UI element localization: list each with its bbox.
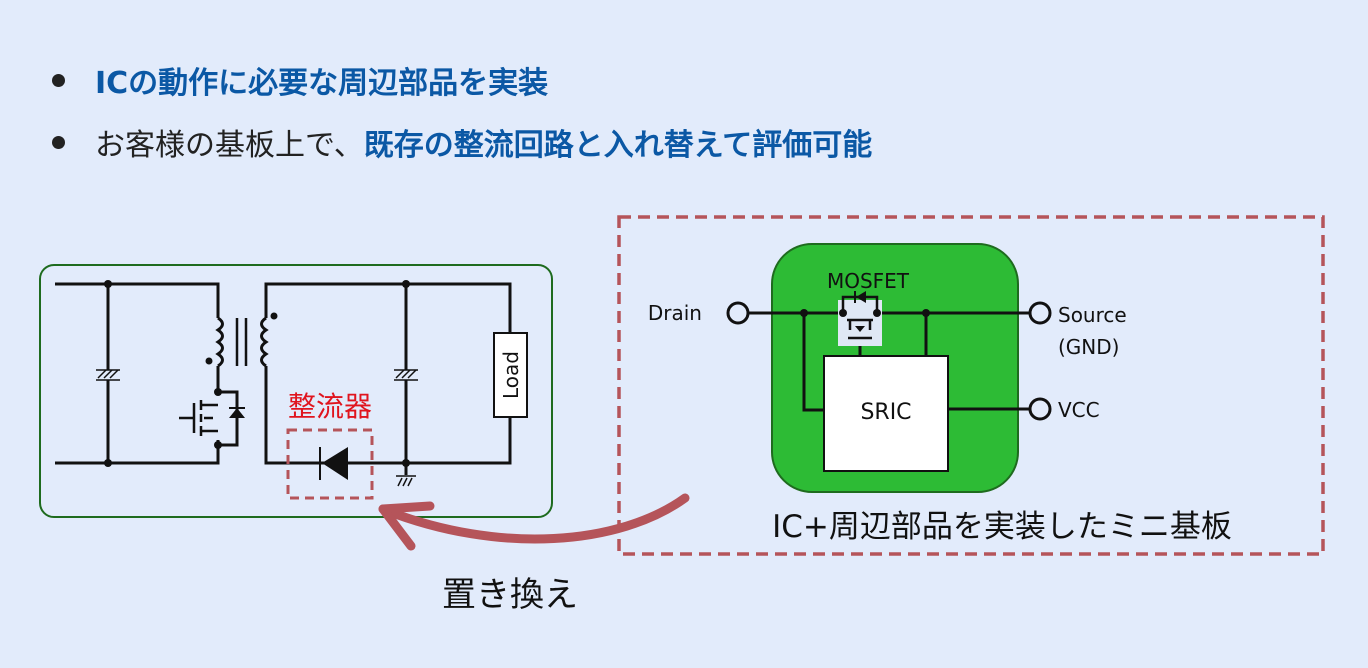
body-diode-icon [229, 408, 245, 418]
bullet-2-text-highlight: 既存の整流回路と入れ替えて評価可能 [363, 128, 873, 163]
replace-arrow-icon [378, 493, 690, 551]
vcc-label: VCC [1058, 398, 1100, 422]
primary-polarity-dot [205, 357, 213, 365]
output-capacitor-icon [394, 369, 418, 381]
drain-label: Drain [648, 301, 702, 325]
mini-board-dashed-border [617, 215, 1325, 556]
rectifier-diode-icon [319, 447, 348, 480]
ground-icon [396, 475, 416, 487]
sric-ic-box [823, 355, 949, 472]
source-label: Source [1058, 303, 1127, 327]
vcc-terminal [1028, 397, 1052, 421]
bullet-item-2: お客様の基板上で、 既存の整流回路と入れ替えて評価可能 [52, 114, 872, 170]
load-box [493, 332, 528, 418]
sric-label: SRIC [860, 400, 911, 425]
replace-label: 置き換え [442, 575, 578, 615]
bullet-item-1: ICの動作に必要な周辺部品を実装 [52, 52, 872, 108]
rectifier-label: 整流器 [288, 390, 372, 423]
bullet-1-text: ICの動作に必要な周辺部品を実装 [95, 66, 549, 101]
existing-circuit: Load 整流器 [39, 264, 553, 518]
secondary-polarity-dot [270, 312, 278, 320]
bullet-list: ICの動作に必要な周辺部品を実装 お客様の基板上で、 既存の整流回路と入れ替えて… [52, 52, 872, 176]
mosfet-label: MOSFET [827, 269, 910, 293]
input-capacitor-icon [96, 369, 120, 381]
rectifier-highlight-box [286, 428, 374, 500]
bullet-2-text-plain: お客様の基板上で、 [95, 128, 364, 163]
mini-board-panel: MOSFET SRIC Drain Source (GND) [617, 215, 1325, 556]
drain-terminal [726, 301, 750, 325]
bullet-dot [52, 73, 65, 87]
existing-circuit-border [39, 264, 553, 518]
primary-mosfet-icon [179, 400, 218, 436]
bullet-dot [52, 135, 65, 149]
source-terminal [1028, 301, 1052, 325]
load-label: Load [499, 351, 523, 399]
source-gnd-label: (GND) [1058, 335, 1119, 359]
mini-board-caption: IC+周辺部品を実装したミニ基板 [772, 509, 1232, 545]
